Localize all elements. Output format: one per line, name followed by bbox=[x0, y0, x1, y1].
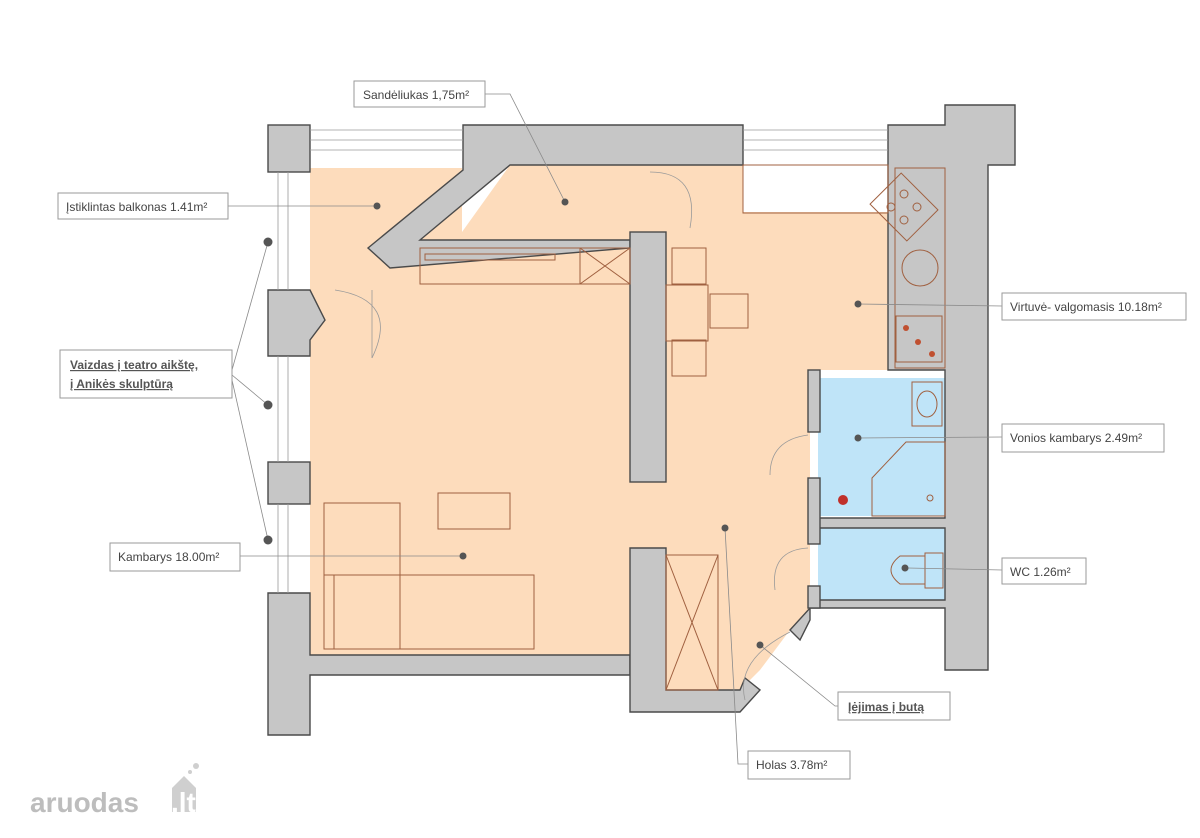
washer bbox=[838, 495, 848, 505]
room-labels: Sandėliukas 1,75m² Įstiklintas balkonas … bbox=[57, 80, 1187, 780]
logo-text: aruodas bbox=[30, 787, 139, 818]
wall-left-pillar-mid bbox=[267, 289, 326, 357]
furniture bbox=[323, 164, 946, 691]
shower bbox=[871, 441, 946, 517]
stove bbox=[869, 172, 939, 242]
wall-left-pillar-low bbox=[267, 461, 311, 505]
floor-wc bbox=[818, 528, 946, 600]
dining-table bbox=[665, 284, 709, 342]
label-holas: Holas 3.78m² bbox=[756, 758, 827, 772]
chair-right bbox=[709, 293, 749, 329]
sofa-seat bbox=[323, 574, 535, 650]
label-virtuve: Virtuvė- valgomasis 10.18m² bbox=[1010, 300, 1162, 314]
label-balkonas: Įstiklintas balkonas 1.41m² bbox=[66, 200, 207, 214]
toilet-tank bbox=[924, 552, 944, 589]
logo-suffix: .lt bbox=[171, 787, 196, 818]
floor-main bbox=[310, 165, 888, 690]
label-iejimas: Įėjimas į butą bbox=[848, 700, 924, 714]
wall-center-partition bbox=[629, 231, 667, 483]
label-kambarys: Kambarys 18.00m² bbox=[118, 550, 219, 564]
doors bbox=[334, 171, 809, 701]
label-vaizdas-1: Vaizdas į teatro aikštę, bbox=[70, 358, 198, 372]
chair-bottom bbox=[671, 339, 707, 377]
bath-sink bbox=[911, 381, 943, 427]
wall-wc-left bbox=[807, 585, 821, 609]
floor-areas bbox=[310, 165, 946, 690]
coffee-table bbox=[437, 492, 511, 530]
wall-top-left-pillar bbox=[267, 124, 311, 173]
chair-top bbox=[671, 247, 707, 285]
kitchen-counter-right bbox=[894, 167, 946, 369]
wall-entrance bbox=[789, 606, 811, 642]
aruodas-logo: aruodas .lt bbox=[30, 763, 199, 818]
wall-bath-left-lower bbox=[807, 477, 821, 545]
kitchen-counter-top bbox=[742, 164, 889, 214]
label-sandeliukas: Sandėliukas 1,75m² bbox=[363, 88, 469, 102]
windows bbox=[277, 129, 888, 593]
toilet-bowl bbox=[890, 555, 925, 585]
label-wc: WC 1.26m² bbox=[1010, 565, 1071, 579]
house-icon bbox=[172, 776, 196, 812]
hall-wardrobe bbox=[665, 554, 719, 691]
label-vonios: Vonios kambarys 2.49m² bbox=[1010, 431, 1142, 445]
walls bbox=[267, 104, 1016, 736]
leader-lines bbox=[228, 93, 1003, 765]
storage-box bbox=[579, 247, 631, 285]
wall-bath-left-upper bbox=[807, 369, 821, 433]
floor-bathroom bbox=[818, 378, 946, 516]
label-vaizdas-2: į Anikės skulptūrą bbox=[70, 377, 173, 391]
kitchen-sink bbox=[901, 249, 939, 287]
room-markers bbox=[263, 198, 909, 649]
